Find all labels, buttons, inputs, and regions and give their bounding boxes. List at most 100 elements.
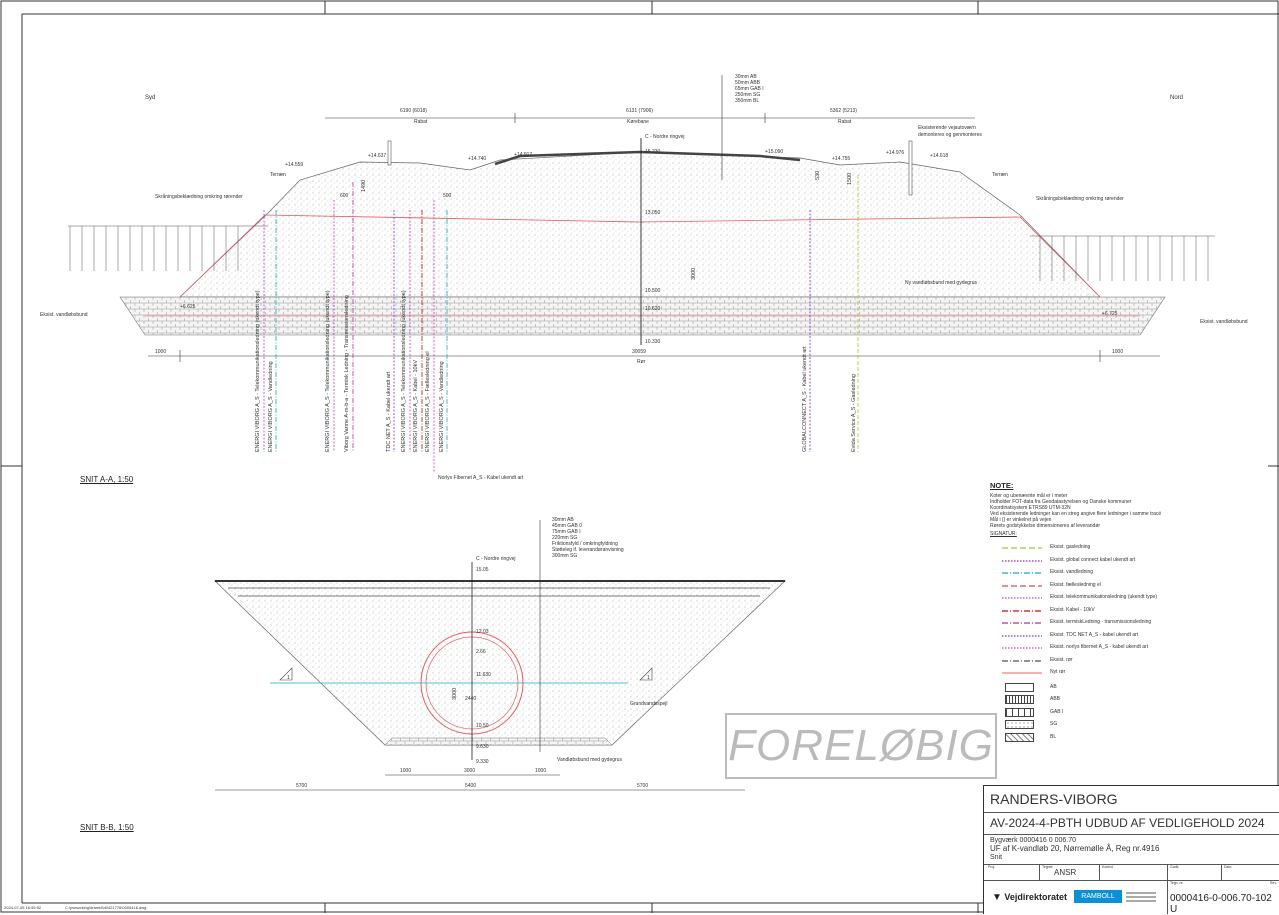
legend-swatch: [1002, 634, 1042, 637]
material-legend-item: SG: [990, 720, 1270, 730]
dim-right: 1000: [1112, 349, 1124, 355]
level-2: +14.637: [368, 153, 387, 159]
legend-item: Eksist. termiskLedning - transmissionsle…: [990, 618, 1270, 628]
file-path: C:\pwworking\drambl\d0421776\0000416.dwg: [65, 905, 147, 910]
terrain-left: Terræn: [270, 172, 286, 178]
b-dim-3: 1000: [535, 768, 547, 774]
new-bed-note: Ny vandløbsbund med gydegrus: [905, 280, 977, 286]
level-4: +14.917: [514, 152, 533, 158]
legend-label: Eksist. vandledning: [1050, 569, 1094, 575]
material-swatch: [1005, 682, 1034, 692]
width-left: 6190 (6018): [400, 108, 427, 114]
pavement-layers-b: 30mm AB 45mm GAB 0 75mm GAB I 220mm SG F…: [552, 517, 624, 559]
level-13: 10.330: [645, 339, 661, 345]
pipe-width-dim: 2440: [465, 696, 477, 702]
utility-label-3: ENERGI VIBORG A_S - Telekommunikationsle…: [325, 290, 331, 452]
utility-label-7: ENERGI VIBORG A_S - Kabel - 10kV: [413, 359, 419, 452]
level-7: +14.755: [832, 156, 851, 162]
terrain-right: Terræn: [992, 172, 1008, 178]
level-5: 15.230: [645, 149, 661, 155]
height-dim: 3000: [691, 267, 697, 280]
pavement-layers-a: 30mm AB 50mm ABB 65mm GAB I 250mm SG 350…: [735, 74, 764, 104]
section-b-drawing: [214, 520, 786, 791]
material-legend-item: GAB I: [990, 707, 1270, 718]
structure-desc: UF af K-vandløb 20, Nørremølle Å, Reg nr…: [990, 844, 1160, 853]
legend-item: Eksist. norlys fibernet A_S - kabel uken…: [990, 643, 1270, 653]
legend-swatch: [1002, 559, 1042, 562]
plot-timestamp: 2024-07-05 16:55:52: [4, 905, 42, 910]
b-level-7: 9.330: [476, 759, 489, 765]
small-dim-2: 600: [340, 193, 349, 199]
tb-description-row: Bygværk 0000416 0 006.70 UF af K-vandløb…: [984, 834, 1279, 865]
legend-item: Eksist. gasledning: [990, 543, 1270, 553]
norlys-note: Norlys Fibernet A_S - Kabel ukendt art: [438, 475, 524, 481]
width-middle: 6131 (7906): [626, 108, 653, 114]
contract-title: AV-2024-4-PBTH UDBUD AF VEDLIGEHOLD 2024: [990, 816, 1265, 830]
railing-note-1: Eksisterende vejautoværn: [918, 125, 976, 131]
width-right: 5362 (5213): [830, 108, 857, 114]
section-a-label: SNIT A-A, 1:50: [80, 475, 134, 484]
legend-label: Eksist. norlys fibernet A_S - kabel uken…: [1050, 644, 1149, 650]
centerline-label-b: C - Nordre ringvej: [476, 556, 516, 562]
material-legend-item: ABB: [990, 695, 1270, 705]
bed-left: Eksist. vandløbsbund: [40, 312, 88, 318]
note-line: Koordinatsystem ETRS89 UTM-32N: [990, 505, 1071, 511]
b-dim-1: 1000: [400, 768, 412, 774]
level-9: +14.618: [930, 153, 949, 159]
utility-label-6: ENERGI VIBORG A_S - Telekommunikationsle…: [401, 290, 407, 452]
preliminary-watermark: FORELØBIG: [725, 713, 997, 779]
dim-left: 1000: [155, 349, 167, 355]
railing-note-2: demonteres og genmonteres: [918, 132, 982, 138]
legend-swatch: [1002, 659, 1042, 662]
b-level-3: 2.66: [476, 649, 486, 655]
utility-label-9: ENERGI VIBORG A_S - Vandledning: [439, 361, 445, 452]
level-3: +14.740: [468, 156, 487, 162]
legend-label: Eksist. telekommunikationsledning (ukend…: [1050, 594, 1157, 600]
project-name: RANDERS-VIBORG: [990, 791, 1118, 807]
level-15: +6.725: [1102, 311, 1118, 317]
level-6: +15.090: [765, 149, 784, 155]
legend-label: Nyt rør: [1050, 669, 1066, 675]
drawn-by: ANSR: [1054, 868, 1077, 877]
tb-logo-row: ▼ Vejdirektoratet RAMBOLL Tegn. nr. Rev.…: [984, 880, 1279, 915]
legend-label: Eksist. fællesledning el: [1050, 581, 1101, 588]
b-level-1: 15.05: [476, 567, 489, 573]
utility-label-2: ENERGI VIBORG A_S - Vandledning: [268, 361, 274, 452]
level-12: 10.620: [645, 306, 661, 312]
ramboll-address: [1126, 890, 1156, 904]
slope-left: Skråningsbeklædning omkring rørender: [155, 194, 243, 200]
level-1: +14.559: [285, 162, 304, 168]
utility-label-4: Viborg Varme A-m-b-a - Termisk Ledning -…: [344, 295, 350, 452]
section-a-drawing: [68, 75, 1215, 472]
legend-item: Eksist. Kabel - 10kV: [990, 606, 1270, 616]
legend-label: Eksist. TDC NET A_S - kabel ukendt art: [1050, 631, 1139, 638]
b-bottom-dim-2: 5400: [465, 783, 477, 789]
legend-label: Eksist. rør: [1050, 656, 1073, 663]
title-block: RANDERS-VIBORG AV-2024-4-PBTH UDBUD AF V…: [983, 785, 1279, 915]
material-label: ABB: [1050, 696, 1061, 702]
material-label: AB: [1050, 683, 1057, 690]
level-10: 13.050: [645, 210, 661, 216]
small-dim-1: 1490: [361, 179, 367, 192]
utility-label-11: Evida Service A_S - Gasledning: [851, 374, 857, 452]
legend-swatch: [1002, 597, 1042, 599]
note-line: Rørets godstykkelse dimensioneres af lev…: [990, 523, 1101, 529]
note-line: Indholder FOT-data fra Geodatastyrelsen …: [990, 499, 1132, 505]
direction-south: Syd: [145, 95, 156, 101]
legend-item: Eksist. telekommunikationsledning (ukend…: [990, 593, 1270, 603]
direction-north: Nord: [1170, 95, 1184, 101]
material-label: SG: [1050, 721, 1058, 727]
material-swatch: [1005, 695, 1034, 704]
width-middle-name: Kørebane: [627, 119, 649, 125]
legend-swatch: [1002, 672, 1042, 674]
legend-label: Eksist. gasledning: [1050, 544, 1091, 550]
legend-label: Eksist. Kabel - 10kV: [1050, 606, 1095, 613]
material-label: GAB I: [1050, 708, 1064, 715]
drawing-number: 0000416-0-006.70-102 U: [1170, 893, 1272, 915]
material-swatch: [1005, 732, 1034, 742]
signature-title: SIGNATUR:: [990, 531, 1017, 537]
tb-fields-row: Proj. Tegnet ANSR Kontrol Godk. Dato: [984, 864, 1279, 881]
